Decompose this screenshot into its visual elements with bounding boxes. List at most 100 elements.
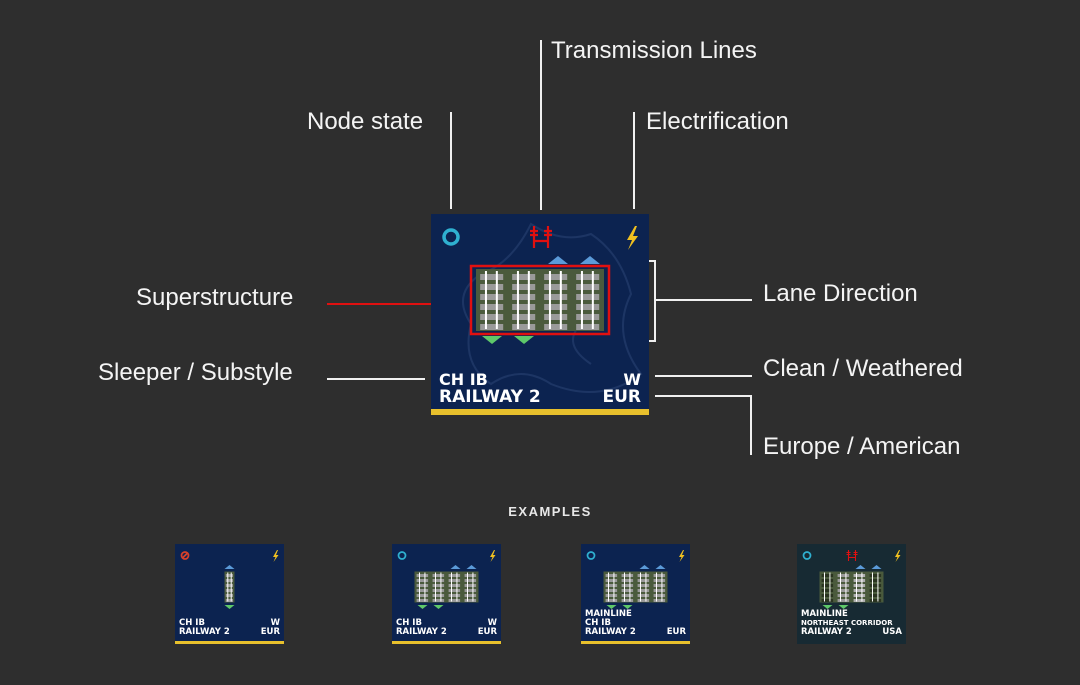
track	[544, 271, 568, 330]
example-tile-graphics	[180, 550, 279, 609]
tile-line1-right: W	[623, 370, 641, 389]
node-state-ring-icon	[586, 551, 596, 560]
track	[837, 572, 850, 602]
example-label-right: W	[487, 617, 497, 628]
connector-transmission-lines	[540, 40, 542, 210]
node-state-ring-icon	[397, 551, 407, 560]
connector-node-state	[450, 112, 452, 209]
example-label-left: RAILWAY 2	[801, 626, 852, 637]
lightning-bolt-icon	[490, 550, 496, 562]
track	[480, 271, 504, 330]
example-label-left: RAILWAY 2	[179, 626, 230, 637]
track	[605, 572, 618, 602]
lane-down-arrow-icon	[606, 605, 617, 609]
lane-up-arrow-icon	[548, 256, 568, 264]
example-label-left: NORTHEAST CORRIDOR	[801, 619, 893, 627]
lane-up-arrow-icon	[450, 565, 461, 569]
callout-europe-american: Europe / American	[763, 433, 961, 460]
callout-node-state: Node state	[307, 108, 424, 135]
track	[821, 572, 834, 602]
lane-down-arrow-icon	[838, 605, 849, 609]
track	[432, 572, 445, 602]
yellow-status-bar	[431, 409, 649, 415]
example-label-left: RAILWAY 2	[585, 626, 636, 637]
callout-clean-weathered: Clean / Weathered	[763, 355, 963, 382]
track	[576, 271, 600, 330]
example-label-right: EUR	[260, 626, 280, 637]
lane-down-arrow-icon	[482, 336, 502, 344]
example-label-left: CH IB	[179, 617, 205, 628]
example-label-right: USA	[882, 626, 902, 637]
lane-up-arrow-icon	[639, 565, 650, 569]
lightning-bolt-icon	[627, 226, 638, 250]
track	[464, 572, 477, 602]
lane-down-arrow-icon	[433, 605, 444, 609]
track	[448, 572, 461, 602]
lightning-bolt-icon	[895, 550, 901, 562]
example-label-left: RAILWAY 2	[396, 626, 447, 637]
track	[853, 572, 866, 602]
main-node-tile: CH IB RAILWAY 2 W EUR	[431, 214, 649, 415]
lane-down-arrow-icon	[514, 336, 534, 344]
connector-lane-direction	[656, 299, 752, 301]
callout-superstructure: Superstructure	[136, 284, 294, 311]
track	[416, 572, 429, 602]
callout-transmission-lines: Transmission Lines	[551, 37, 757, 64]
example-label-left: MAINLINE	[585, 608, 632, 619]
track	[621, 572, 634, 602]
tile-line1-left: CH IB	[439, 370, 488, 389]
main-tile-graphics	[442, 226, 638, 344]
example-label-right: EUR	[477, 626, 497, 637]
track	[637, 572, 650, 602]
lane-down-arrow-icon	[622, 605, 633, 609]
connector-sleeper-substyle	[327, 378, 425, 380]
lightning-bolt-icon	[679, 550, 685, 562]
example-label-left: CH IB	[396, 617, 422, 628]
connector-clean-weathered	[655, 375, 752, 377]
connector-europe-american-v	[750, 395, 752, 455]
connector-europe-american-h	[655, 395, 752, 397]
lane-up-arrow-icon	[871, 565, 882, 569]
yellow-status-bar	[581, 641, 690, 644]
connector-electrification	[633, 112, 635, 209]
callout-sleeper-substyle: Sleeper / Substyle	[98, 359, 293, 386]
lane-down-arrow-icon	[417, 605, 428, 609]
example-label-right: W	[270, 617, 280, 628]
tile-line2-right: EUR	[602, 387, 641, 407]
example-label-right: EUR	[666, 626, 686, 637]
lane-up-arrow-icon	[655, 565, 666, 569]
lane-up-arrow-icon	[855, 565, 866, 569]
example-tile-graphics	[397, 550, 496, 609]
lane-down-arrow-icon	[224, 605, 235, 609]
tile-line2-left: RAILWAY 2	[439, 387, 541, 407]
power-pylon-icon	[846, 550, 858, 561]
callout-lane-direction: Lane Direction	[763, 280, 918, 307]
connector-superstructure	[327, 303, 475, 305]
lane-up-arrow-icon	[466, 565, 477, 569]
track	[653, 572, 666, 602]
node-state-ring-icon	[802, 551, 812, 560]
example-tile-graphics	[802, 550, 901, 609]
examples-heading: EXAMPLES	[508, 504, 592, 519]
prohibited-icon	[180, 551, 190, 560]
yellow-status-bar	[392, 641, 501, 644]
lane-up-arrow-icon	[224, 565, 235, 569]
track	[225, 572, 233, 602]
example-label-left: MAINLINE	[801, 608, 848, 619]
lightning-bolt-icon	[273, 550, 279, 562]
lane-down-arrow-icon	[822, 605, 833, 609]
power-pylon-icon	[530, 226, 552, 248]
callout-electrification: Electrification	[646, 108, 789, 135]
node-state-ring-icon	[442, 228, 460, 246]
superstructure-highlight	[469, 264, 611, 336]
lane-up-arrow-icon	[580, 256, 600, 264]
track	[512, 271, 536, 330]
track	[869, 572, 882, 602]
example-tile-graphics	[586, 550, 685, 609]
example-label-left: CH IB	[585, 617, 611, 628]
yellow-status-bar	[175, 641, 284, 644]
